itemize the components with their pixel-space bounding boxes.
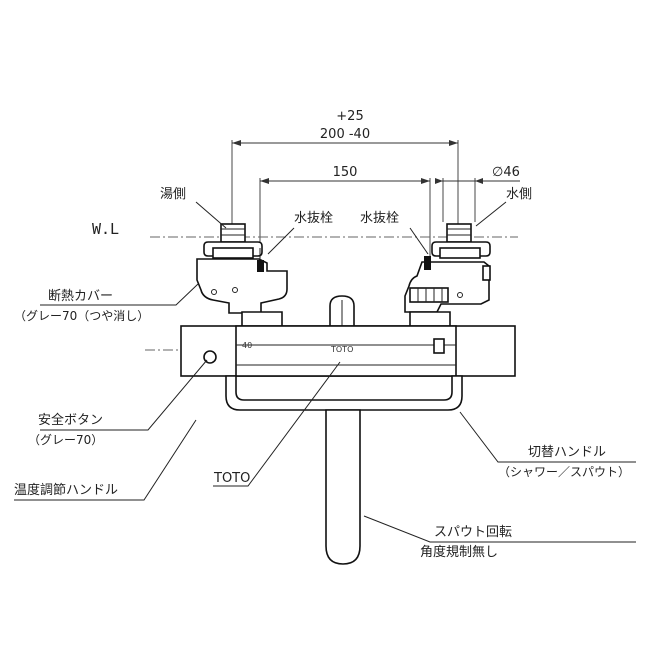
dim-diameter-46: ∅46 [492, 165, 520, 180]
dim-main-200: 200 -40 [320, 127, 370, 142]
spout[interactable] [325, 409, 361, 565]
label-hot-side: 湯側 [160, 187, 186, 202]
main-body: 40 TOTO [180, 325, 516, 377]
hot-inlet [196, 223, 288, 314]
leader-lines [14, 201, 636, 543]
label-insulation-cover: 断熱カバー [48, 289, 113, 304]
label-safety-button-sub: （グレー70） [28, 433, 103, 447]
dimension-200 [231, 140, 459, 232]
label-insulation-cover-sub: （グレー70（つや消し） [14, 309, 149, 323]
switch-handle[interactable] [225, 375, 463, 411]
body-brand-mark: TOTO [330, 345, 353, 354]
label-drain-plug-right: 水抜栓 [360, 210, 399, 226]
dial-tick-label: 40 [242, 341, 252, 350]
dimension-150 [259, 178, 431, 262]
label-spout-rotation: スパウト回転 [434, 525, 512, 540]
dim-tolerance-upper: +25 [336, 109, 363, 124]
cold-inlet [404, 223, 491, 313]
dimension-dia46 [435, 178, 520, 222]
label-switch-handle: 切替ハンドル [528, 445, 606, 460]
label-cold-side: 水側 [506, 187, 532, 202]
label-spout-rotation-sub: 角度規制無し [420, 544, 498, 560]
label-safety-button: 安全ボタン [38, 412, 103, 428]
dim-150: 150 [333, 165, 358, 180]
water-level-label: W.L [92, 220, 119, 238]
label-switch-handle-sub: （シャワー／スパウト） [498, 465, 630, 479]
label-temp-handle: 温度調節ハンドル [14, 482, 118, 498]
label-drain-plug-left: 水抜栓 [294, 210, 333, 226]
label-brand: TOTO [213, 471, 250, 486]
